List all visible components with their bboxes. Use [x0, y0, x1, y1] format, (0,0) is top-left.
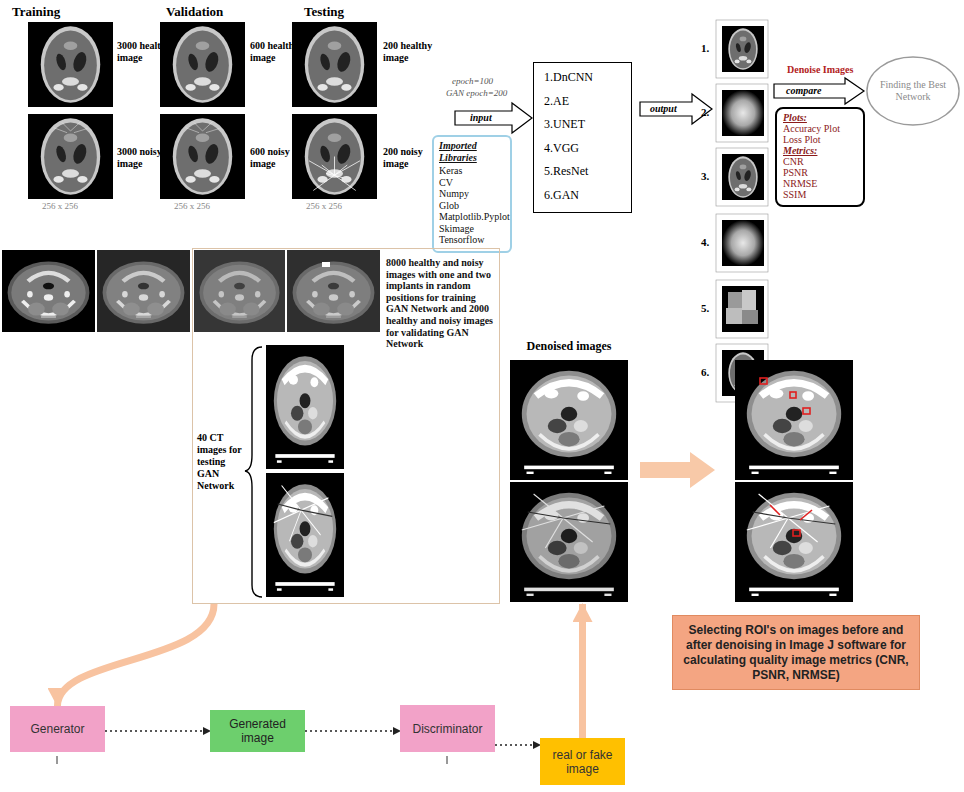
phantom-image	[160, 22, 245, 107]
phantom-image	[292, 114, 377, 199]
library-box-text: CV	[439, 177, 505, 189]
phantom-images	[28, 22, 377, 199]
library-box-text: Tensorflow	[439, 234, 505, 246]
denoised-panel: Denoised images	[508, 336, 630, 604]
phantom-image	[292, 22, 377, 107]
network-list-box-text: 3.UNET	[544, 113, 625, 137]
library-box-text: Matplotlib.Pyplot	[439, 211, 505, 223]
network-list-box-text: 5.ResNet	[544, 160, 625, 184]
callout-number: 6.	[701, 366, 709, 379]
result-ellipse-text: Finding the Best Network	[878, 79, 948, 103]
library-box-text: Numpy	[439, 188, 505, 200]
block-arrow	[455, 103, 532, 133]
network-list-box-text: 2.AE	[544, 90, 625, 114]
discriminator-box: Discriminator	[400, 705, 495, 752]
metrics-box: Plots:Accuracy PlotLoss PlotMetrics:CNRP…	[775, 107, 865, 207]
library-box-text: Imported Libraries	[439, 140, 505, 164]
size-label: 256 x 256	[306, 201, 342, 212]
epoch-label: epoch=100	[452, 76, 493, 87]
callout-number: 4.	[701, 236, 709, 249]
library-box-text: Keras	[439, 165, 505, 177]
arrow-label: compare	[786, 85, 822, 97]
callout-number: 3.	[701, 170, 709, 183]
dataset-panel-text: 8000 healthy and noisy images with one a…	[386, 257, 493, 350]
roi-note-box: Selecting ROI's on images before and aft…	[672, 615, 920, 690]
arrow-label: input	[470, 112, 492, 124]
metrics-box-text: NRMSE	[783, 178, 857, 189]
callout-number: 1.	[701, 42, 709, 55]
library-box: Imported LibrariesKerasCVNumpyGlobMatplo…	[432, 135, 512, 253]
result-ellipse: Finding the Best Network	[866, 56, 960, 126]
column-heading: Testing	[304, 4, 344, 20]
output-decision-box-text: real or fake image	[544, 748, 621, 776]
generated-image-box-text: Generated image	[214, 717, 301, 745]
section-label: Denoise Images	[787, 64, 853, 76]
block-arrow	[774, 78, 864, 104]
count-label: 600 noisy image	[250, 146, 302, 170]
count-label: 200 healthy image	[383, 40, 441, 64]
metrics-box-text: Loss Plot	[783, 134, 857, 145]
connector	[495, 744, 540, 745]
generated-image-box: Generated image	[210, 710, 305, 752]
count-label: 600 healthy image	[250, 40, 308, 64]
count-label: 3000 noisy image	[117, 146, 173, 170]
arrow-label: output	[650, 103, 677, 115]
generator-box-text: Generator	[30, 722, 84, 736]
connector	[105, 730, 210, 731]
metrics-box-text: CNR	[783, 156, 857, 167]
library-box-text: Skimage	[439, 223, 505, 235]
network-list-box-text: 1.DnCNN	[544, 66, 625, 90]
library-box-text: Glob	[439, 200, 505, 212]
network-list-box-text: 4.VGG	[544, 137, 625, 161]
roi-note-box-text: Selecting ROI's on images before and aft…	[681, 623, 911, 683]
output-decision-box: real or fake image	[540, 738, 625, 785]
count-label: 3000 healthy image	[117, 40, 179, 64]
size-label: 256 x 256	[42, 201, 78, 212]
metrics-box-text: PSNR	[783, 167, 857, 178]
connector	[305, 730, 400, 731]
bracket	[245, 347, 262, 597]
metrics-box-text: Accuracy Plot	[783, 123, 857, 134]
network-list-box-text: 6.GAN	[544, 184, 625, 208]
ellipse-shape	[867, 57, 959, 125]
count-label: 200 noisy image	[383, 146, 435, 170]
connector	[579, 604, 586, 738]
block-arrow	[640, 452, 715, 488]
block-arrow	[640, 94, 712, 124]
output-images	[716, 20, 768, 402]
column-heading: Validation	[166, 4, 223, 20]
bracket-label: 40 CT images for testing GAN Network	[197, 432, 243, 492]
epoch-label: GAN epoch=200	[446, 88, 507, 99]
metrics-box-text: Plots:	[783, 112, 857, 123]
denoised-panel-text: Denoised images	[508, 338, 630, 354]
phantom-image	[160, 114, 245, 199]
tick-marks	[57, 756, 447, 764]
metrics-box-text: Metrics:	[783, 145, 857, 156]
size-label: 256 x 256	[174, 201, 210, 212]
roi-marks	[760, 378, 812, 536]
generator-box: Generator	[10, 706, 105, 752]
dataset-panel: 8000 healthy and noisy images with one a…	[192, 248, 500, 604]
metrics-box-text: SSIM	[783, 189, 857, 200]
column-heading: Training	[12, 4, 60, 20]
phantom-image	[28, 22, 113, 107]
discriminator-box-text: Discriminator	[412, 722, 482, 736]
connector	[58, 604, 215, 706]
callout-number: 2.	[701, 106, 709, 119]
callout-number: 5.	[701, 302, 709, 315]
phantom-image	[28, 114, 113, 199]
network-list-box: 1.DnCNN2.AE3.UNET4.VGG5.ResNet6.GAN	[533, 62, 632, 213]
ct-images	[2, 250, 853, 602]
